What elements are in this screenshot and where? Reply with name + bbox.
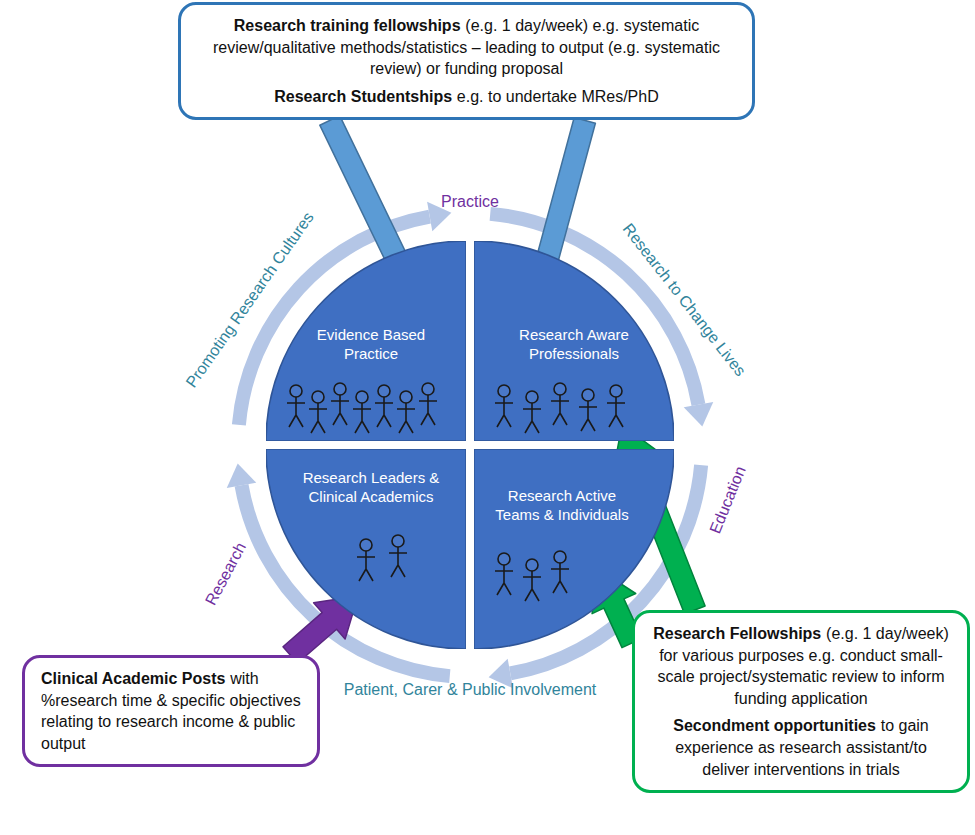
quadrant: Research Leaders & Clinical Academics <box>266 449 466 649</box>
ring-arrowhead <box>227 464 257 488</box>
box-body: e.g. to undertake MRes/PhD <box>457 88 659 105</box>
stick-figure <box>331 383 349 425</box>
stick-figure <box>579 389 597 431</box>
ring-arrowhead <box>684 402 714 426</box>
cycle-label: Practice <box>441 193 499 211</box>
stick-figure <box>357 539 375 581</box>
callout-box: Research Fellowships(e.g. 1 day/week) fo… <box>632 610 970 793</box>
stick-figure <box>397 391 415 433</box>
cycle-label: Education <box>706 464 749 537</box>
stick-figure <box>287 385 305 427</box>
quadrant-title: Research Aware Professionals <box>504 326 644 364</box>
stick-figure <box>551 551 569 593</box>
cycle-label: Patient, Carer & Public Involvement <box>344 681 597 699</box>
box-heading: Clinical Academic Posts <box>41 670 225 687</box>
cycle-label: Research <box>202 540 250 609</box>
quadrant-title: Research Leaders & Clinical Academics <box>301 469 441 507</box>
quadrant: Evidence Based Practice <box>266 241 466 441</box>
stick-figure <box>495 385 513 427</box>
quadrant: Research Aware Professionals <box>474 241 674 441</box>
callout-box: Clinical Academic Postswith %research ti… <box>22 655 320 767</box>
stick-figure <box>495 553 513 595</box>
stick-figure <box>419 383 437 425</box>
stick-figure <box>353 391 371 433</box>
stick-figure <box>523 559 541 601</box>
paragraph: Clinical Academic Postswith %research ti… <box>41 668 301 754</box>
stick-figure <box>389 535 407 577</box>
box-heading: Secondment opportunities <box>673 717 876 734</box>
callout-box: Research training fellowships(e.g. 1 day… <box>178 2 755 120</box>
stick-figure <box>607 385 625 427</box>
quadrant-title: Evidence Based Practice <box>301 326 441 364</box>
box-heading: Research training fellowships <box>234 17 461 34</box>
paragraph: Research training fellowships(e.g. 1 day… <box>197 15 736 80</box>
stick-figure <box>551 383 569 425</box>
quadrant-title: Research Active Teams & Individuals <box>492 487 632 525</box>
paragraph: Secondment opportunitiesto gain experien… <box>651 715 951 780</box>
box-heading: Research Fellowships <box>653 625 821 642</box>
paragraph: Research Fellowships(e.g. 1 day/week) fo… <box>651 623 951 709</box>
stick-figure <box>309 391 327 433</box>
stick-figure <box>523 391 541 433</box>
box-heading: Research Studentships <box>274 88 452 105</box>
stick-figure <box>375 385 393 427</box>
paragraph: Research Studentships e.g. to undertake M… <box>197 86 736 108</box>
